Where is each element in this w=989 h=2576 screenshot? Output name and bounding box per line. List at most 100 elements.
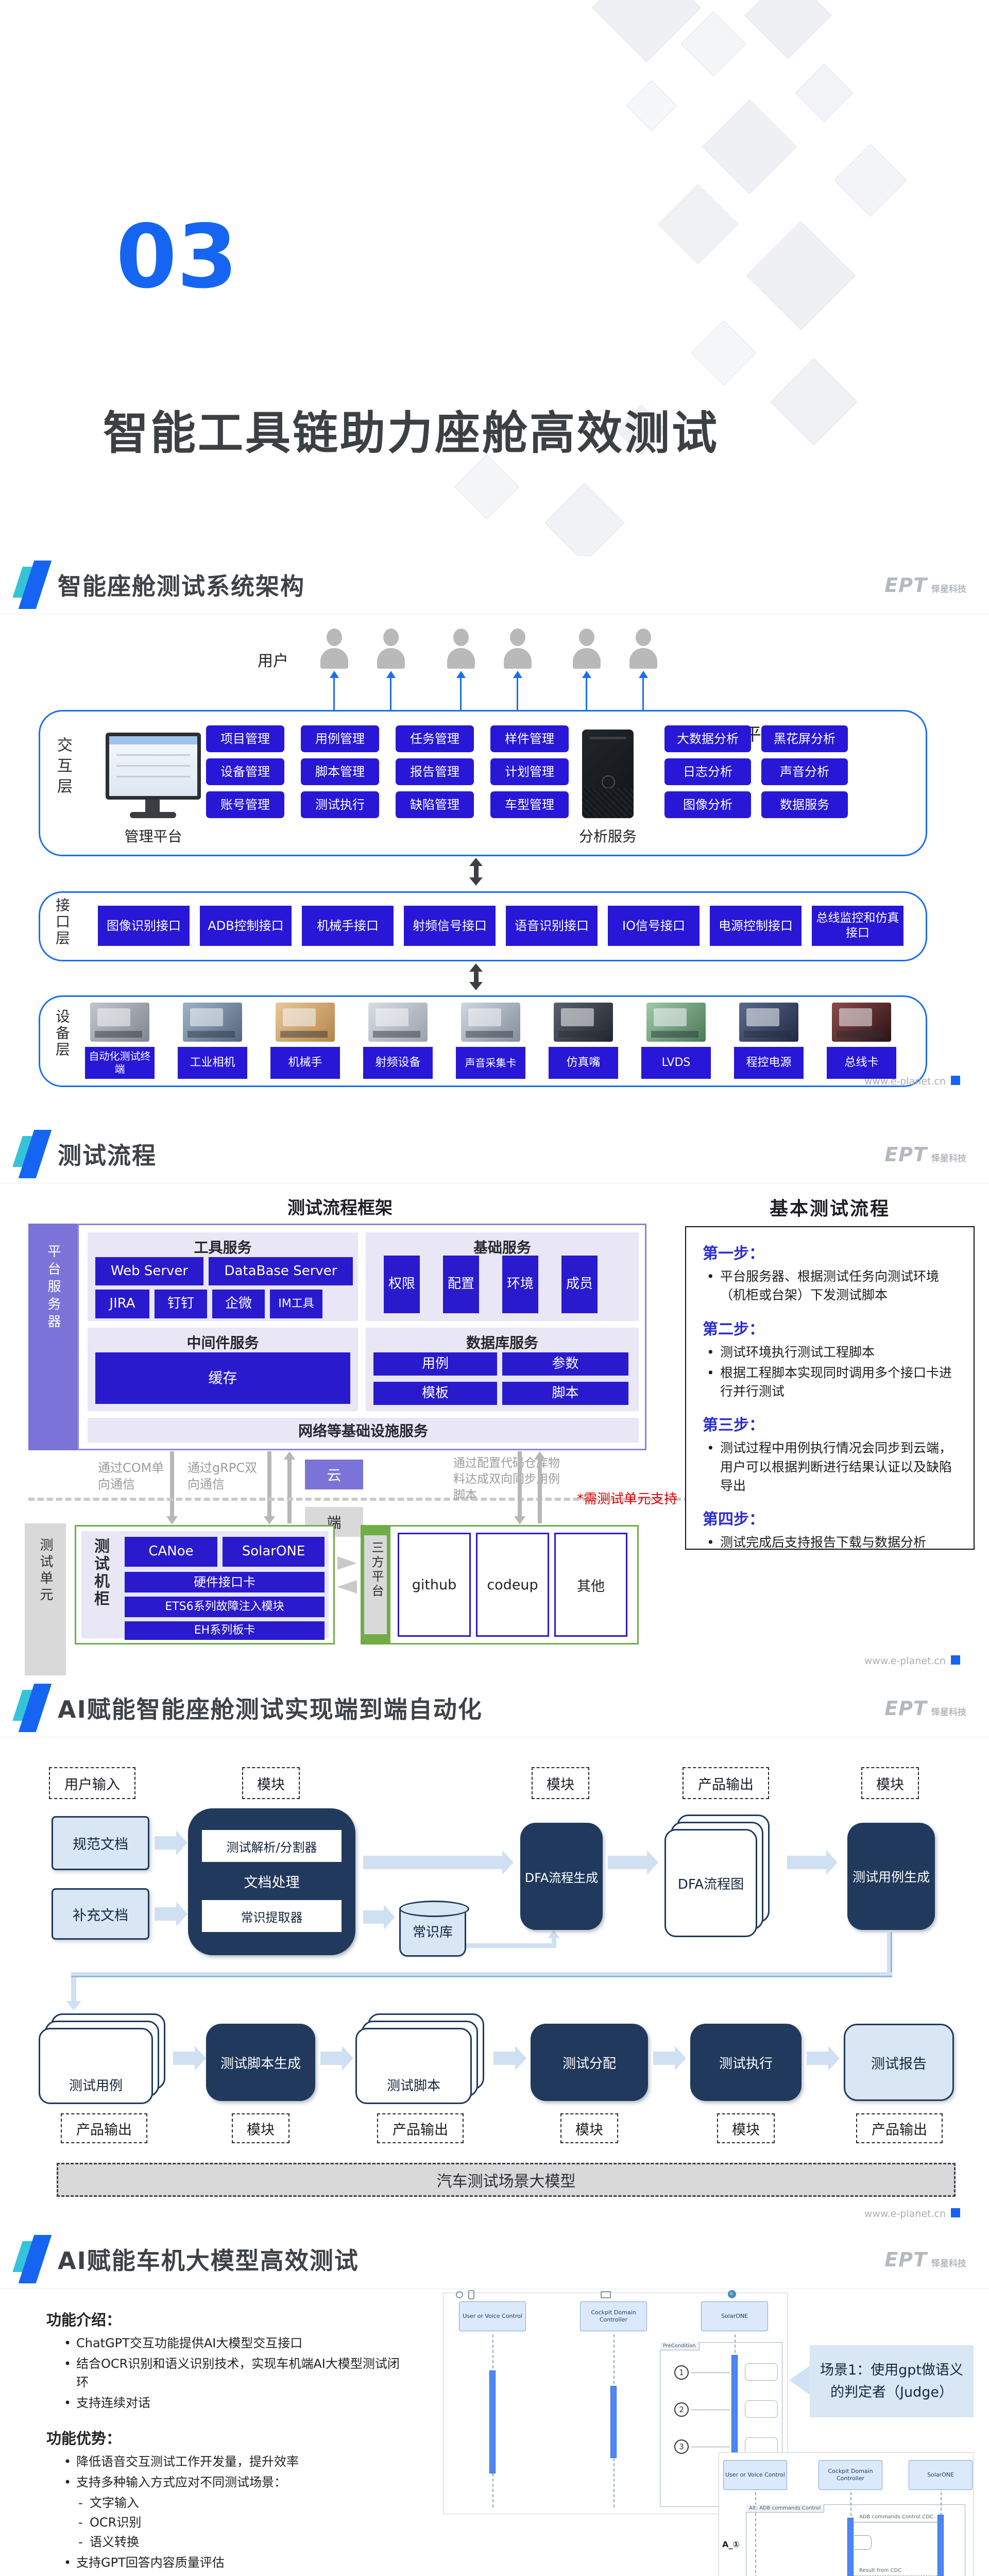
arrow-down bbox=[514, 1516, 525, 1524]
cube-decoration bbox=[454, 454, 520, 520]
interface-button: 图像识别接口 bbox=[98, 906, 190, 946]
step-label: 第二步： bbox=[703, 1320, 764, 1338]
arrow-up bbox=[330, 671, 339, 678]
kb-connector bbox=[466, 1943, 556, 1948]
arrow-up bbox=[548, 1930, 560, 1938]
doc-proc-label: 文档处理 bbox=[244, 1875, 300, 1891]
section-title: 智能座舱测试系统架构 bbox=[58, 572, 305, 600]
hero-number: 03 bbox=[116, 206, 238, 308]
ept-logo-sub: 怿星科技 bbox=[931, 1707, 966, 1718]
pre-step-box bbox=[745, 2400, 778, 2418]
arrow-down bbox=[166, 1516, 178, 1524]
connector bbox=[333, 676, 335, 710]
cube-decoration bbox=[795, 63, 854, 122]
device-label: 仿真嘴 bbox=[549, 1047, 618, 1079]
arrow-up bbox=[386, 671, 396, 678]
device-photo bbox=[646, 1003, 706, 1042]
device-label: 声音采集卡 bbox=[456, 1047, 525, 1079]
arrow-down bbox=[469, 982, 483, 990]
analysis-button: 图像分析 bbox=[664, 791, 751, 818]
test-script-label: 测试脚本 bbox=[386, 2078, 440, 2094]
pre-step-number: 3 bbox=[674, 2439, 689, 2454]
mid-panel-title: 中间件服务 bbox=[186, 1334, 259, 1351]
slash-icon bbox=[12, 2235, 52, 2283]
analysis-button: 数据服务 bbox=[761, 791, 848, 818]
device-label: 程控电源 bbox=[734, 1047, 804, 1079]
ept-logo-text: EPT bbox=[884, 574, 927, 597]
cube-decoration bbox=[834, 144, 907, 217]
alt1-tag: A_① bbox=[722, 2539, 740, 2549]
pre-step-line bbox=[691, 2372, 730, 2373]
flow-arrow bbox=[363, 1905, 395, 1929]
card-front: DFA流程图 bbox=[664, 1829, 757, 1937]
big-model-bar: 汽车测试场景大模型 bbox=[57, 2163, 956, 2197]
cloud-edge-divider bbox=[28, 1498, 801, 1501]
flow-arrow bbox=[173, 2046, 206, 2071]
cloud-box: 云 bbox=[305, 1460, 363, 1489]
step-item: 测试过程中用例执行情况会同步到云端，用户可以根据判断进行结果认证以及缺陷导出 bbox=[703, 1439, 957, 1495]
device-label: 射频设备 bbox=[363, 1047, 433, 1079]
interface-button: 射频信号接口 bbox=[404, 906, 496, 946]
cabinet-item: EH系列板卡 bbox=[125, 1621, 325, 1640]
dispatch-box: 测试分配 bbox=[531, 2024, 648, 2101]
tag-output: 产品输出 bbox=[377, 2113, 464, 2143]
connector-up bbox=[287, 1459, 292, 1523]
unit-note: *需测试单元支持 bbox=[577, 1492, 678, 1507]
flow-arrow bbox=[155, 1831, 187, 1855]
adv-item: 支持多种输入方式应对不同测试场景： bbox=[61, 2473, 411, 2492]
interact-layer-label: 交互层 bbox=[54, 737, 72, 799]
tower-pc-icon bbox=[582, 730, 634, 818]
cabinet-item: ETS6系列故障注入模块 bbox=[125, 1597, 325, 1617]
phone-mini-icon bbox=[468, 2290, 474, 2299]
base-item: 成员 bbox=[561, 1256, 598, 1313]
analysis-button: 声音分析 bbox=[761, 758, 848, 785]
connector bbox=[586, 676, 587, 710]
watermark-accent bbox=[951, 1655, 960, 1665]
db-item: 模板 bbox=[373, 1382, 497, 1405]
device-photo bbox=[554, 1003, 613, 1042]
flow-arrow-long bbox=[363, 1850, 514, 1875]
ept-logo-text: EPT bbox=[884, 2248, 927, 2271]
kb-connector-v bbox=[552, 1937, 556, 1948]
section-title: AI赋能智能座舱测试实现端到端自动化 bbox=[58, 1696, 483, 1723]
arrow-left bbox=[337, 1580, 357, 1594]
activation-bar bbox=[489, 2370, 496, 2473]
adv-sub-item: 语义转换 bbox=[61, 2533, 411, 2551]
tag-output: 产品输出 bbox=[61, 2113, 147, 2143]
flow-arrow bbox=[493, 2046, 526, 2071]
mgmt-button: 报告管理 bbox=[396, 758, 474, 785]
arrow-down bbox=[264, 1516, 275, 1524]
updown-arrow bbox=[474, 971, 479, 983]
analysis-button: 大数据分析 bbox=[664, 725, 751, 752]
tool-panel-title: 工具服务 bbox=[194, 1239, 252, 1256]
test-unit-bar bbox=[25, 1523, 66, 1675]
connector bbox=[642, 676, 644, 710]
device-photo bbox=[183, 1003, 242, 1042]
hero-section: 03 智能工具链助力座舱高效测试 bbox=[0, 0, 989, 563]
step-block: 第一步： 平台服务器、根据测试任务向测试环境（机柜或台架）下发测试脚本 bbox=[703, 1241, 957, 1305]
updown-arrow bbox=[474, 865, 479, 878]
cube-decoration bbox=[658, 184, 738, 264]
arrow-up bbox=[639, 671, 648, 678]
grpc-note: 通过gRPC双向通信 bbox=[187, 1461, 258, 1492]
test-case-label: 测试用例 bbox=[69, 2078, 123, 2094]
elbow-v1 bbox=[887, 1932, 892, 1976]
parser-box: 测试解析/分割器 bbox=[202, 1830, 342, 1862]
tool-item: 企微 bbox=[212, 1290, 265, 1318]
spec-doc: 规范文档 bbox=[52, 1816, 149, 1870]
step-block: 第四步： 测试完成后支持报告下载与数据分析 bbox=[703, 1506, 957, 1552]
watermark: www.e-planet.cn bbox=[864, 2208, 946, 2219]
step-item: 平台服务器、根据测试任务向测试环境（机柜或台架）下发测试脚本 bbox=[703, 1267, 957, 1305]
db-item: 用例 bbox=[373, 1352, 497, 1376]
slash-icon bbox=[12, 561, 52, 609]
adv-sub-item: 文字输入 bbox=[61, 2494, 411, 2512]
mgmt-button: 脚本管理 bbox=[301, 758, 379, 785]
test-script-stack: 测试脚本 bbox=[355, 2013, 487, 2105]
user-mini-icon bbox=[456, 2291, 463, 2298]
user-icon bbox=[446, 629, 476, 669]
interface-layer-label: 接口层 bbox=[54, 897, 71, 947]
arrow-up bbox=[469, 858, 483, 866]
